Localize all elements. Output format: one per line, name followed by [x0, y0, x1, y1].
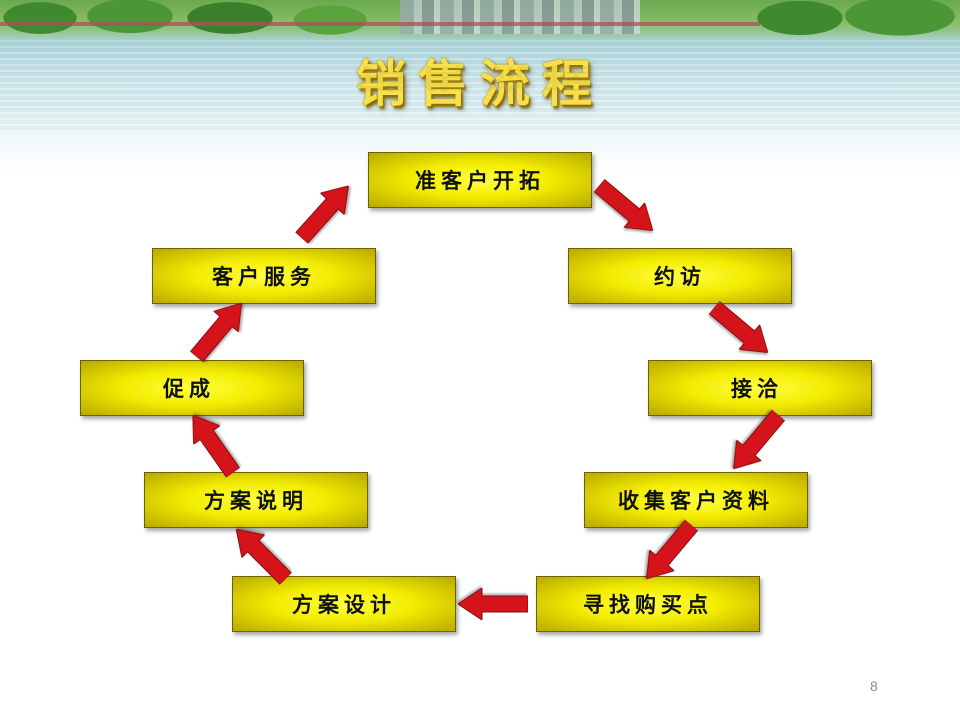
step-plan-explanation: 方案说明	[144, 472, 368, 528]
step-collect-info: 收集客户资料	[584, 472, 808, 528]
water-background	[0, 40, 960, 130]
arrow-icon	[704, 295, 778, 365]
arrow-icon	[290, 175, 361, 248]
step-label: 客户服务	[212, 265, 316, 289]
step-label: 促成	[163, 377, 215, 401]
step-find-buying-point: 寻找购买点	[536, 576, 760, 632]
step-label: 准客户开拓	[415, 169, 545, 193]
step-prospecting: 准客户开拓	[368, 152, 592, 208]
arrow-icon	[589, 173, 663, 243]
step-label: 方案说明	[204, 489, 308, 513]
city-skyline	[400, 0, 640, 34]
arrow-icon	[184, 293, 254, 367]
page-number: 8	[870, 678, 878, 694]
arrow-icon	[180, 406, 246, 482]
step-label: 寻找购买点	[583, 593, 713, 617]
step-label: 约访	[654, 265, 706, 289]
arrow-icon	[225, 518, 297, 590]
step-label: 收集客户资料	[618, 489, 774, 513]
step-appointment: 约访	[568, 248, 792, 304]
step-close-deal: 促成	[80, 360, 304, 416]
slide-title: 销售流程	[356, 54, 604, 113]
scenic-banner	[0, 0, 960, 175]
step-label: 接洽	[731, 377, 783, 401]
arrow-icon	[634, 515, 704, 589]
step-customer-service: 客户服务	[152, 248, 376, 304]
arrow-icon	[721, 405, 791, 479]
step-label: 方案设计	[292, 593, 396, 617]
step-plan-design: 方案设计	[232, 576, 456, 632]
arrow-icon	[458, 588, 528, 620]
step-contact: 接洽	[648, 360, 872, 416]
bridge	[0, 22, 760, 26]
